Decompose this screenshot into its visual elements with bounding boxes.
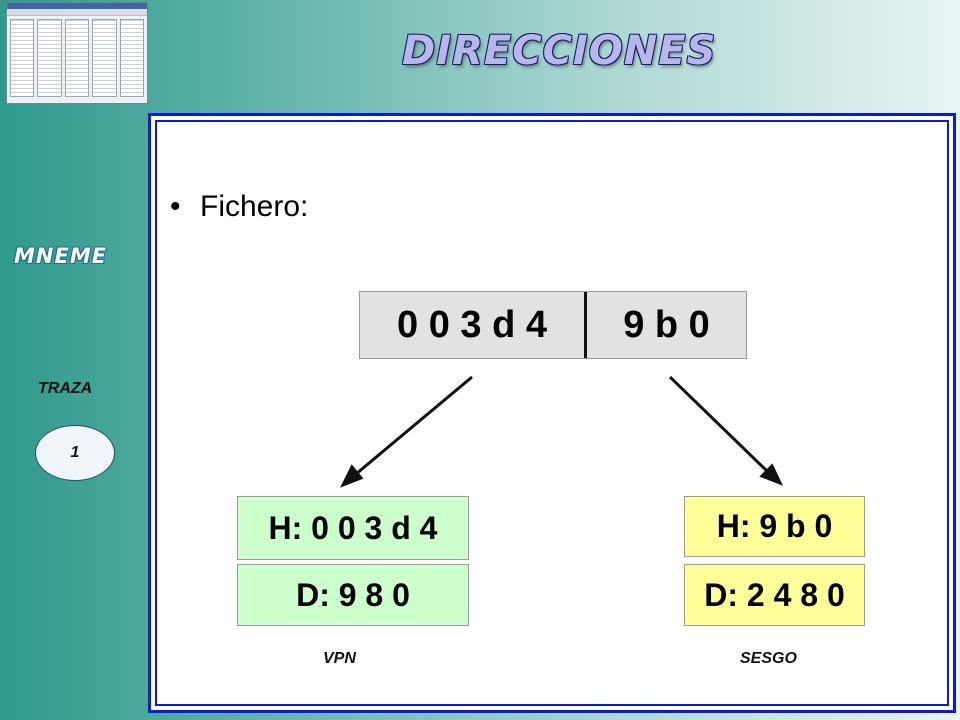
bullet-dot-icon: • <box>170 190 181 223</box>
address-part-low: 9 b 0 <box>623 303 710 346</box>
offset-d-box: D: 2 4 8 0 <box>684 564 865 626</box>
trace-label: TRAZA <box>38 380 93 397</box>
thumbnail-titlebar <box>7 3 147 9</box>
brand-label: MNEME <box>14 244 108 268</box>
right-arrow-shaft <box>668 375 770 474</box>
vpn-d-box: D: 9 8 0 <box>237 564 469 626</box>
address-box: 0 0 3 d 4 9 b 0 <box>359 291 747 359</box>
thumbnail-table <box>92 19 117 97</box>
thumbnail-table <box>119 19 145 97</box>
trace-number: 1 <box>70 444 80 461</box>
address-part-high: 0 0 3 d 4 <box>360 292 587 358</box>
thumbnail-table <box>10 19 35 97</box>
thumbnail-tables <box>10 19 145 97</box>
trace-number-badge: 1 <box>35 425 115 481</box>
bullet-text: Fichero: <box>200 190 309 223</box>
bullet-item: • Fichero: <box>170 190 308 224</box>
thumbnail-toolbar <box>7 9 147 16</box>
left-arrow-head <box>339 464 364 488</box>
slide-title: DIRECCIONES <box>402 28 717 74</box>
offset-caption: SESGO <box>740 650 797 667</box>
thumbnail-table <box>37 19 62 97</box>
content-panel-inner-border <box>155 120 949 706</box>
offset-h-box: H: 9 b 0 <box>684 496 865 557</box>
left-arrow-shaft <box>355 375 473 476</box>
app-screenshot-thumbnail <box>6 2 148 104</box>
vpn-h-box: H: 0 0 3 d 4 <box>237 496 469 560</box>
vpn-caption: VPN <box>323 650 356 667</box>
right-arrow-head <box>759 463 783 486</box>
thumbnail-table <box>64 19 90 97</box>
